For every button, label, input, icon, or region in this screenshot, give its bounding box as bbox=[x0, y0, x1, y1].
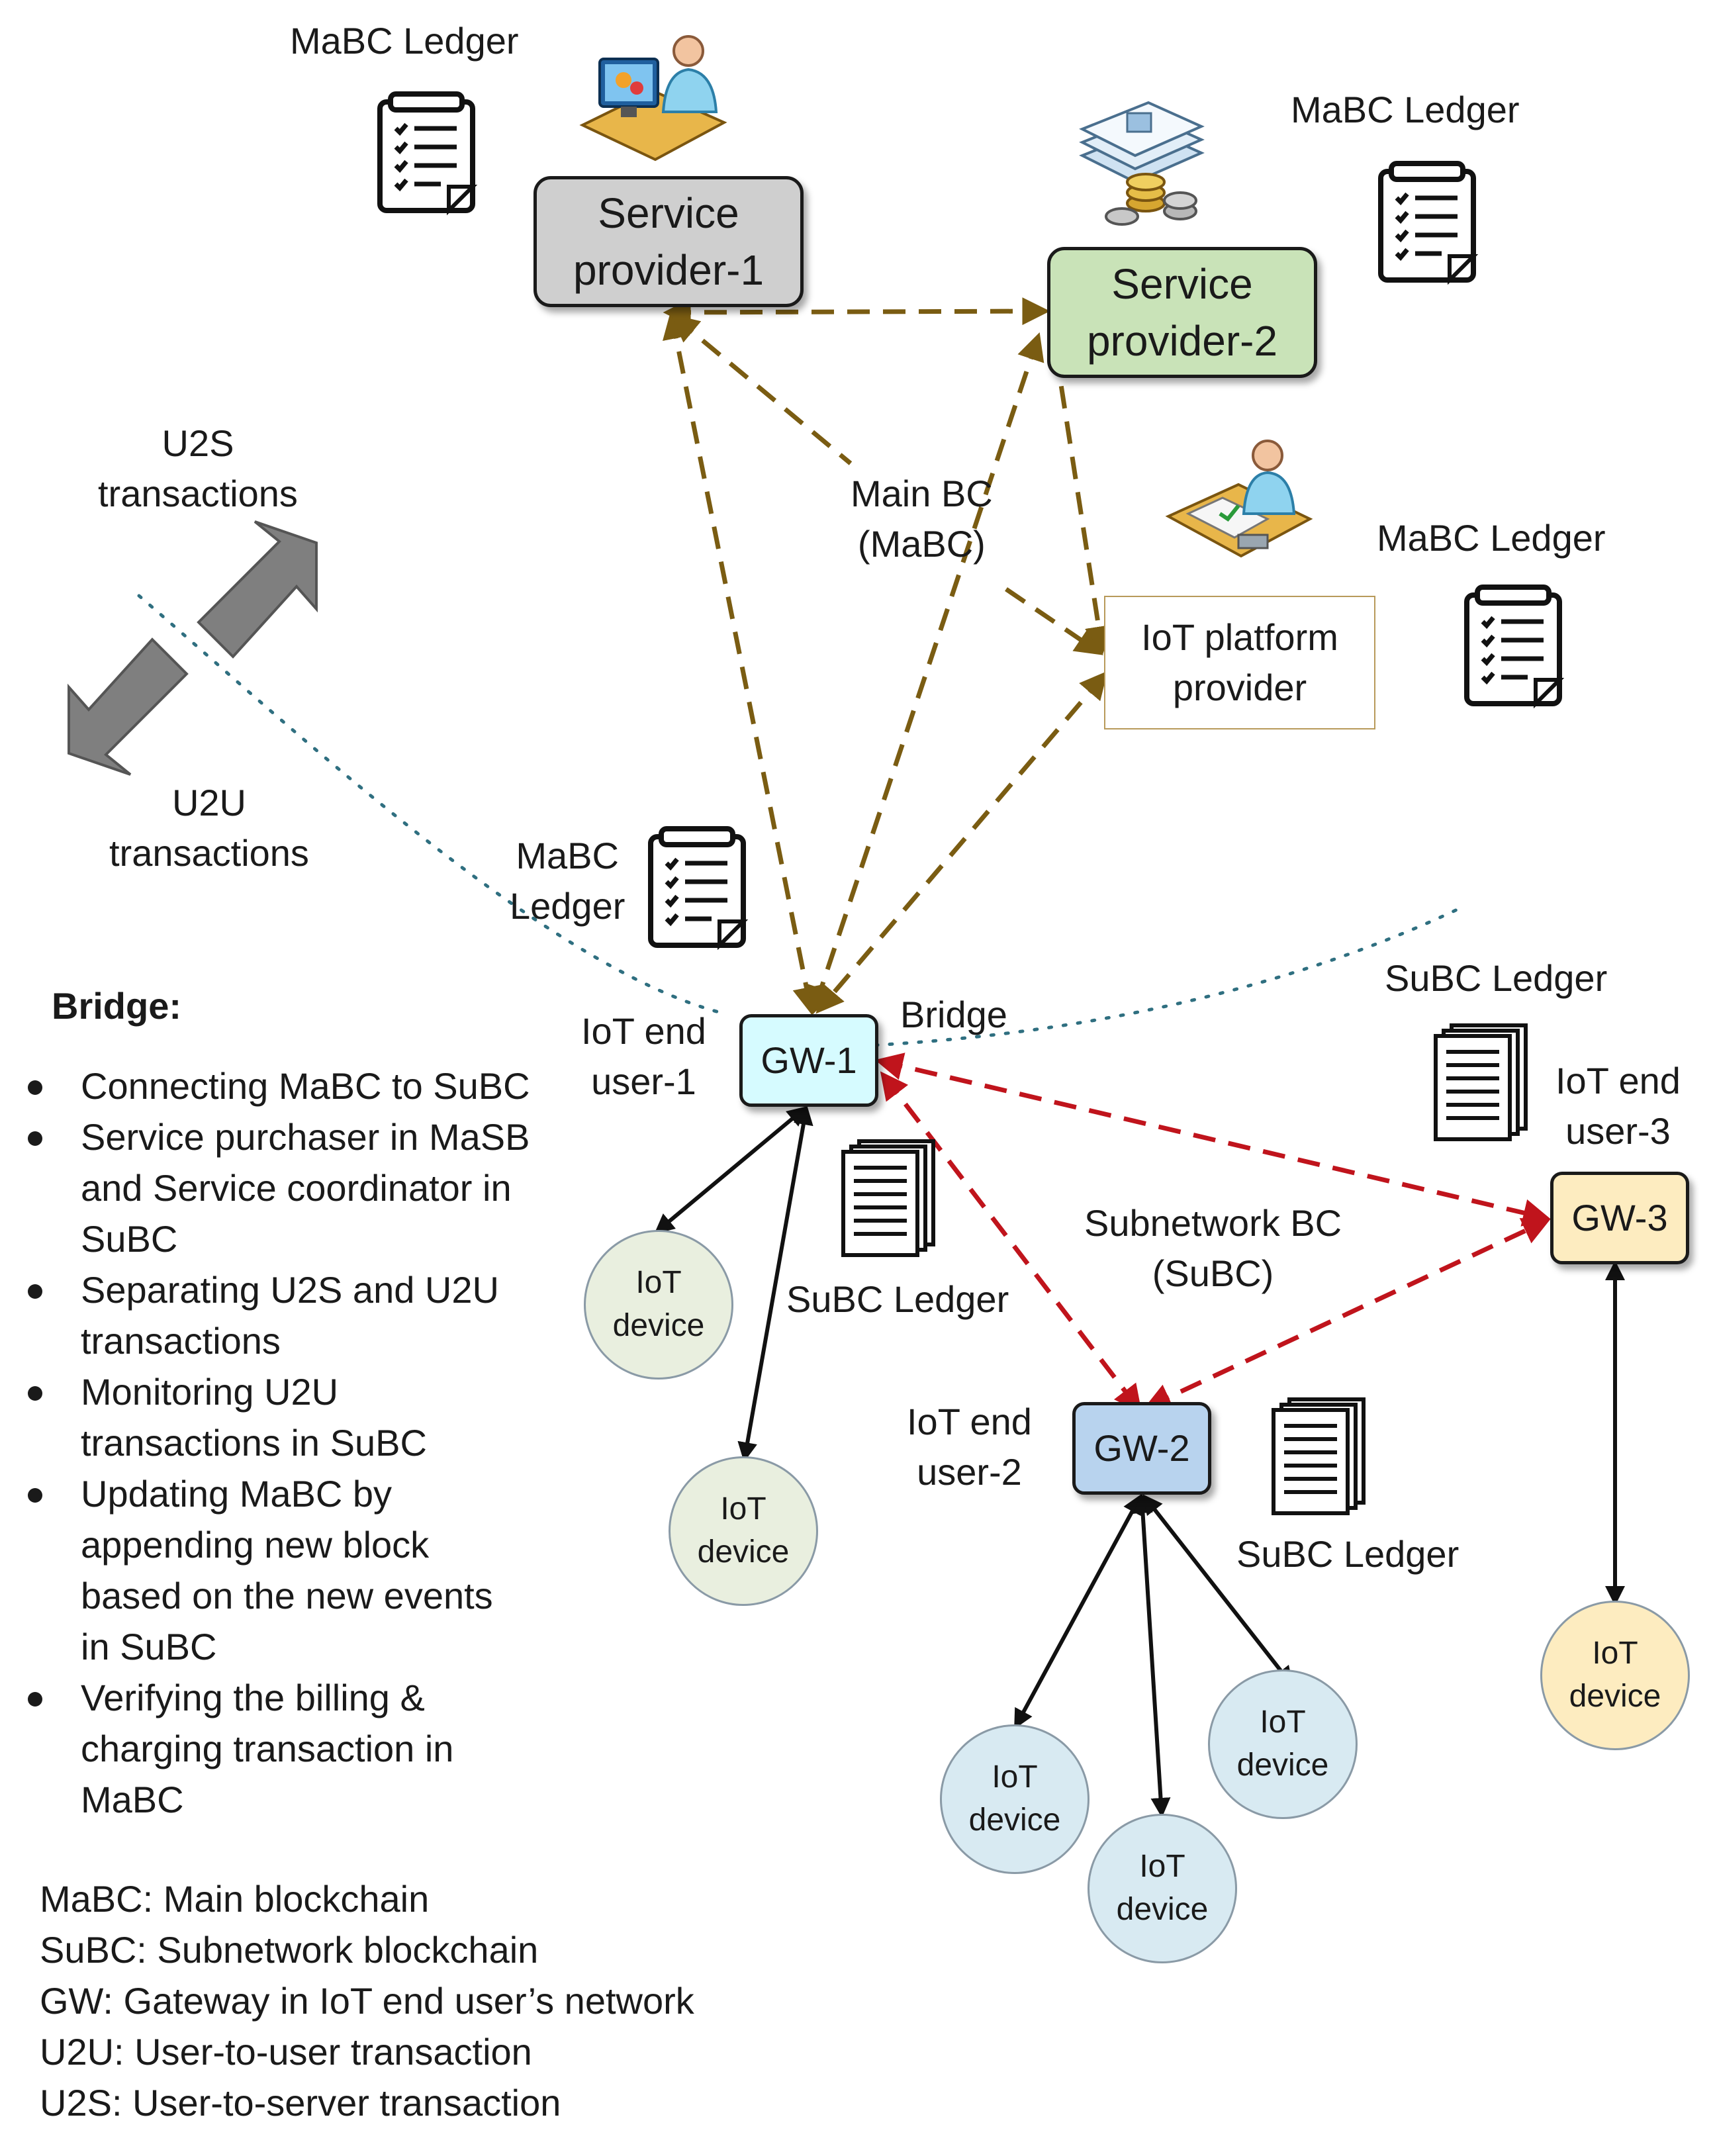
iot-device-gw3-a: IoT device bbox=[1540, 1601, 1690, 1750]
subc-ledger-label-1: SuBC Ledger bbox=[1385, 957, 1608, 999]
iot-device-gw2-c: IoT device bbox=[1208, 1669, 1358, 1819]
link-gw2-gw3 bbox=[1143, 1218, 1551, 1410]
link-sp2-gw1 bbox=[808, 332, 1044, 1015]
u2s-arrow bbox=[197, 520, 318, 659]
iot-platform-provider-label: IoT platform provider bbox=[1141, 616, 1338, 708]
main-bc-label: Main BC (MaBC) bbox=[851, 473, 993, 565]
link-sp1-platform bbox=[675, 318, 1099, 652]
developer-at-desk-icon bbox=[579, 35, 727, 162]
bridge-item: Updating MaBC by appending new block bas… bbox=[28, 1468, 544, 1672]
mabc-ledger-label-4: MaBC Ledger bbox=[510, 835, 626, 927]
bridge-responsibilities-list: Connecting MaBC to SuBC Service purchase… bbox=[28, 1060, 544, 1825]
bridge-label: Bridge bbox=[900, 994, 1007, 1035]
iot-device-label: IoT device bbox=[1116, 1849, 1209, 1927]
mabc-ledger-clipboard-icon-3 bbox=[1464, 585, 1565, 709]
bridge-item: Service purchaser in MaSB and Service co… bbox=[28, 1111, 544, 1264]
bridge-item: Separating U2S and U2U transactions bbox=[28, 1264, 544, 1366]
service-provider-1-label: Service provider-1 bbox=[573, 189, 765, 294]
mabc-ledger-label-3: MaBC Ledger bbox=[1377, 517, 1606, 559]
subc-ledger-document-icon-2 bbox=[1434, 1023, 1528, 1141]
link-gw1-device-b bbox=[737, 1105, 813, 1462]
bridge-panel-title: Bridge: bbox=[52, 985, 181, 1027]
abbreviations-legend: MaBC: Main blockchain SuBC: Subnetwork b… bbox=[40, 1873, 694, 2128]
mabc-ledger-clipboard-icon-2 bbox=[1378, 161, 1479, 285]
iot-device-gw1-a: IoT device bbox=[584, 1230, 733, 1380]
gateway-3-node: GW-3 bbox=[1550, 1172, 1689, 1264]
legend-item-subc: SuBC: Subnetwork blockchain bbox=[40, 1929, 539, 1971]
service-provider-2-label: Service provider-2 bbox=[1086, 259, 1278, 365]
bridge-item: Monitoring U2U transactions in SuBC bbox=[28, 1366, 544, 1468]
u2s-u2u-divider-left bbox=[137, 594, 723, 1015]
iot-end-user-3-label: IoT end user-3 bbox=[1555, 1060, 1681, 1152]
legend-item-u2u: U2U: User-to-user transaction bbox=[40, 2031, 532, 2073]
iot-end-user-1-label: IoT end user-1 bbox=[581, 1010, 706, 1102]
legend-item-mabc: MaBC: Main blockchain bbox=[40, 1878, 430, 1920]
u2u-arrow bbox=[68, 637, 189, 776]
link-gw2-device-c bbox=[1142, 1494, 1293, 1687]
mabc-ledger-label-2: MaBC Ledger bbox=[1291, 89, 1520, 130]
gateway-2-node: GW-2 bbox=[1072, 1402, 1211, 1495]
subc-ledger-document-icon-1 bbox=[841, 1139, 935, 1257]
subnetwork-bc-label: Subnetwork BC (SuBC) bbox=[1084, 1202, 1342, 1294]
iot-device-gw2-b: IoT device bbox=[1088, 1814, 1237, 1963]
engineer-at-desk-icon bbox=[1165, 440, 1313, 558]
iot-platform-provider-node: IoT platform provider bbox=[1104, 596, 1375, 729]
subc-ledger-label-3: SuBC Ledger bbox=[1236, 1533, 1460, 1575]
iot-device-gw2-a: IoT device bbox=[940, 1724, 1089, 1874]
gateway-2-label: GW-2 bbox=[1093, 1427, 1190, 1470]
bridge-item: Connecting MaBC to SuBC bbox=[28, 1060, 544, 1111]
gateway-3-label: GW-3 bbox=[1571, 1197, 1668, 1239]
gateway-1-node: GW-1 bbox=[739, 1014, 878, 1107]
link-sp1-sp2 bbox=[663, 297, 1050, 326]
legend-item-gw: GW: Gateway in IoT end user’s network bbox=[40, 1980, 694, 2022]
link-gw2-device-a bbox=[1014, 1493, 1142, 1730]
link-gw2-device-b bbox=[1133, 1493, 1171, 1818]
service-provider-1-node: Service provider-1 bbox=[533, 176, 804, 307]
iot-device-label: IoT device bbox=[612, 1265, 705, 1343]
iot-device-label: IoT device bbox=[697, 1491, 790, 1570]
subc-ledger-document-icon-3 bbox=[1272, 1397, 1366, 1515]
documents-and-coins-icon bbox=[1079, 101, 1205, 226]
service-provider-2-node: Service provider-2 bbox=[1047, 247, 1317, 378]
iot-device-label: IoT device bbox=[1236, 1705, 1329, 1783]
mabc-ledger-label-1: MaBC Ledger bbox=[290, 20, 519, 62]
link-platform-gw1 bbox=[815, 671, 1108, 1014]
u2s-u2u-divider-right bbox=[858, 905, 1465, 1048]
u2u-transactions-label: U2U transactions bbox=[109, 782, 309, 874]
iot-device-gw1-b: IoT device bbox=[669, 1456, 818, 1606]
link-sp2-platform bbox=[1053, 350, 1113, 655]
mabc-ledger-clipboard-icon-1 bbox=[377, 91, 478, 216]
iot-device-label: IoT device bbox=[968, 1759, 1061, 1838]
subc-ledger-label-2: SuBC Ledger bbox=[786, 1278, 1009, 1320]
bridge-item: Verifying the billing & charging transac… bbox=[28, 1672, 544, 1825]
iot-device-label: IoT device bbox=[1569, 1636, 1661, 1714]
iot-end-user-2-label: IoT end user-2 bbox=[907, 1401, 1032, 1493]
u2s-transactions-label: U2S transactions bbox=[98, 422, 298, 514]
gateway-1-label: GW-1 bbox=[761, 1039, 857, 1082]
link-gw1-device-a bbox=[654, 1106, 808, 1234]
legend-item-u2s: U2S: User-to-server transaction bbox=[40, 2082, 561, 2124]
mabc-ledger-clipboard-icon-4 bbox=[648, 826, 749, 951]
